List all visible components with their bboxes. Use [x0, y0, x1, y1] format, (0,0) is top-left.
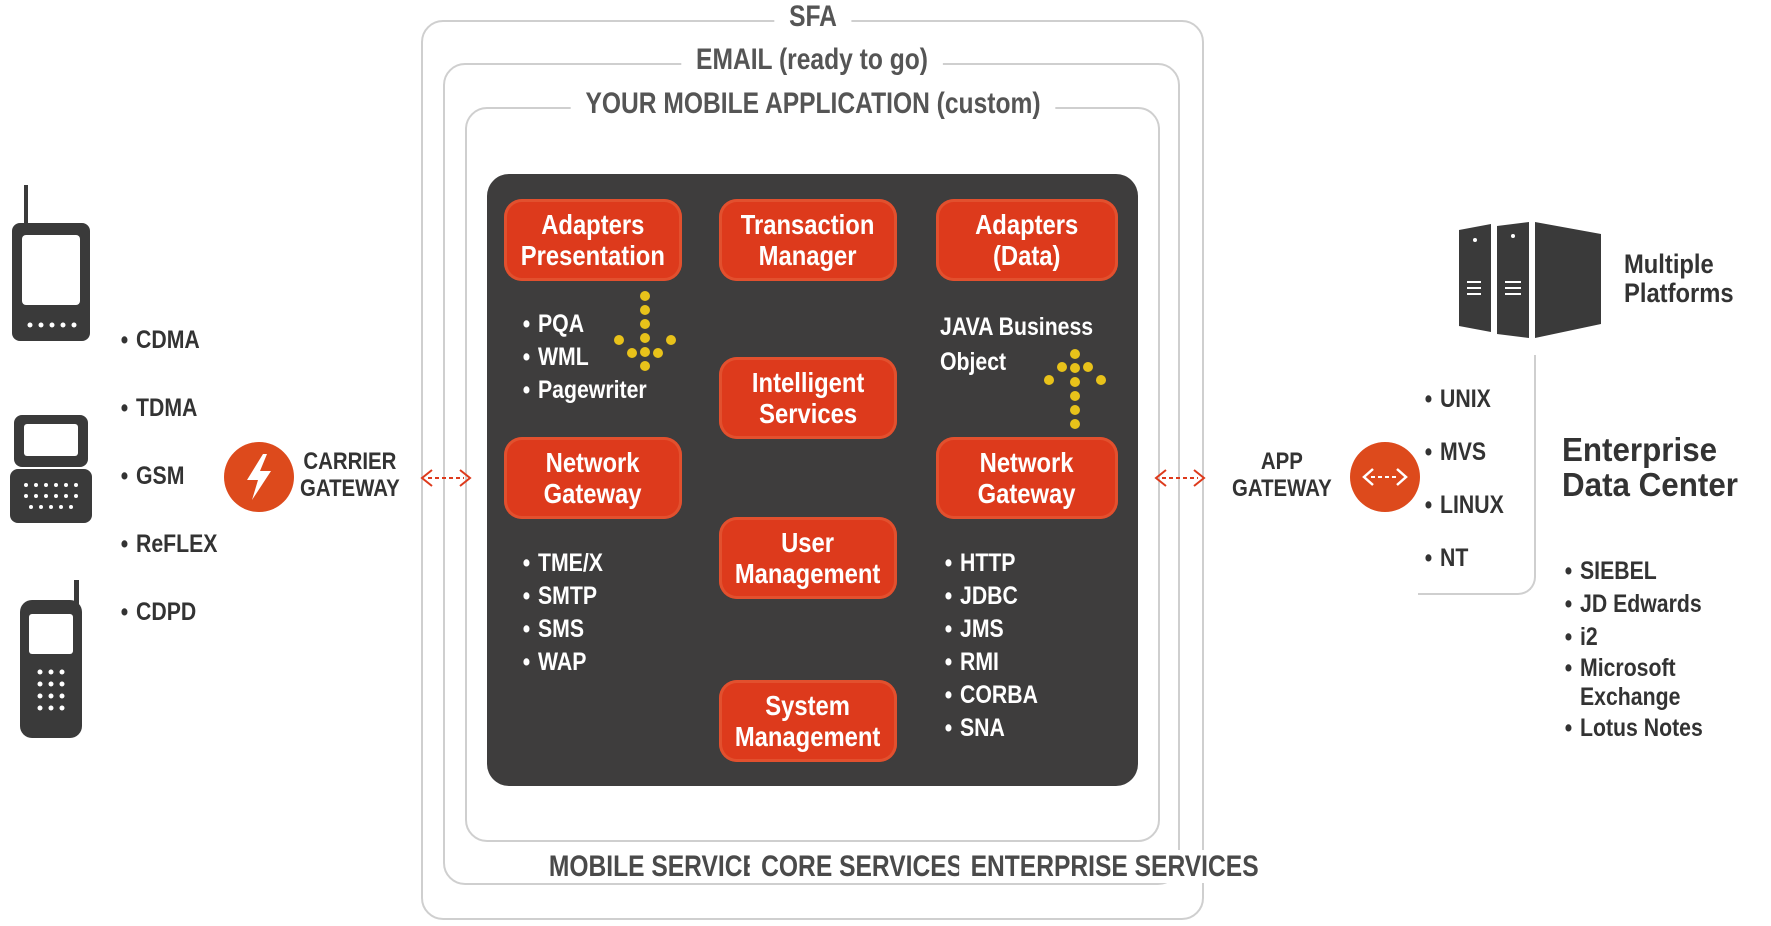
- list-item: ReFLEX: [121, 528, 218, 561]
- list-item: SMS: [523, 613, 603, 646]
- core-services-label: CORE SERVICES: [749, 850, 975, 883]
- sfa-title: SFA: [773, 0, 852, 34]
- intelligent-services-module: Intelligent Services: [719, 357, 897, 439]
- list-item: NT: [1425, 542, 1504, 575]
- list-item: JDBC: [945, 580, 1038, 613]
- app-link-arrow-icon: [1154, 469, 1206, 487]
- list-item: JMS: [945, 613, 1038, 646]
- list-item: UNIX: [1425, 383, 1504, 416]
- list-item: WML: [523, 341, 647, 374]
- list-item: Microsoft Exchange: [1565, 654, 1703, 712]
- adapters-presentation-module: Adapters Presentation: [504, 199, 682, 281]
- mobile-services-label: MOBILE SERVICES: [537, 850, 787, 883]
- sfa-frame: SFA: [421, 0, 1204, 920]
- enterprise-protocol-list: HTTP JDBC JMS RMI CORBA SNA: [945, 547, 1052, 745]
- list-item: GSM: [121, 460, 217, 493]
- handheld-keyboard-device-icon: [10, 415, 92, 523]
- wireless-network-list: CDMA TDMA GSM ReFLEX CDPD: [121, 324, 232, 629]
- list-item: HTTP: [945, 547, 1038, 580]
- system-management-module: System Management: [719, 680, 897, 762]
- enterprise-application-list: SIEBEL JD Edwards i2 Microsoft Exchange …: [1565, 555, 1724, 745]
- list-item: PQA: [523, 308, 647, 341]
- up-arrow-icon: [1044, 349, 1106, 429]
- mobile-protocol-list: TME/X SMTP SMS WAP: [523, 547, 614, 679]
- server-rack-icon: [1459, 222, 1601, 338]
- custom-app-frame: YOUR MOBILE APPLICATION (custom): [465, 87, 1160, 842]
- carrier-link-arrow-icon: [420, 469, 472, 487]
- pda-device-icon: [12, 185, 90, 341]
- list-item: SIEBEL: [1565, 555, 1703, 588]
- transaction-manager-module: Transaction Manager: [719, 199, 897, 281]
- carrier-gateway-node: [224, 442, 294, 512]
- network-gateway-right-module: Network Gateway: [936, 437, 1118, 519]
- list-item: SNA: [945, 712, 1038, 745]
- list-item: SMTP: [523, 580, 603, 613]
- list-item: i2: [1565, 621, 1703, 654]
- adapters-data-module: Adapters (Data): [936, 199, 1118, 281]
- os-bracket: [1418, 355, 1536, 595]
- list-item: JD Edwards: [1565, 588, 1703, 621]
- list-item: MVS: [1425, 436, 1504, 469]
- list-item: CDMA: [121, 324, 217, 357]
- user-management-module: User Management: [719, 517, 897, 599]
- list-item: TDMA: [121, 392, 217, 425]
- custom-app-title: YOUR MOBILE APPLICATION (custom): [570, 87, 1055, 121]
- java-business-object-label: JAVA Business Object: [940, 313, 1094, 376]
- list-item: Pagewriter: [523, 374, 647, 407]
- enterprise-data-center-title: Enterprise Data Center: [1562, 431, 1738, 503]
- mobile-phone-icon: [20, 580, 82, 738]
- list-item: Lotus Notes: [1565, 712, 1703, 745]
- app-gateway-node: [1350, 442, 1420, 512]
- email-frame: EMAIL (ready to go): [443, 43, 1180, 885]
- list-item: LINUX: [1425, 489, 1504, 522]
- list-item: TME/X: [523, 547, 603, 580]
- network-gateway-left-module: Network Gateway: [504, 437, 682, 519]
- multiple-platforms-label: Multiple Platforms: [1624, 249, 1734, 308]
- lightning-bolt-icon: [247, 454, 271, 500]
- list-item: CORBA: [945, 679, 1038, 712]
- double-arrow-icon: [1362, 468, 1408, 486]
- operating-system-list: UNIX MVS LINUX NT: [1425, 383, 1515, 575]
- list-item: CDPD: [121, 596, 217, 629]
- list-item: WAP: [523, 646, 603, 679]
- list-item: RMI: [945, 646, 1038, 679]
- email-title: EMAIL (ready to go): [680, 43, 943, 77]
- presentation-format-list: PQA WML Pagewriter: [523, 308, 666, 407]
- app-gateway-label: APP GATEWAY: [1232, 448, 1332, 502]
- carrier-gateway-label: CARRIER GATEWAY: [300, 448, 400, 502]
- down-arrow-icon: [614, 291, 676, 371]
- enterprise-services-label: ENTERPRISE SERVICES: [959, 850, 1271, 883]
